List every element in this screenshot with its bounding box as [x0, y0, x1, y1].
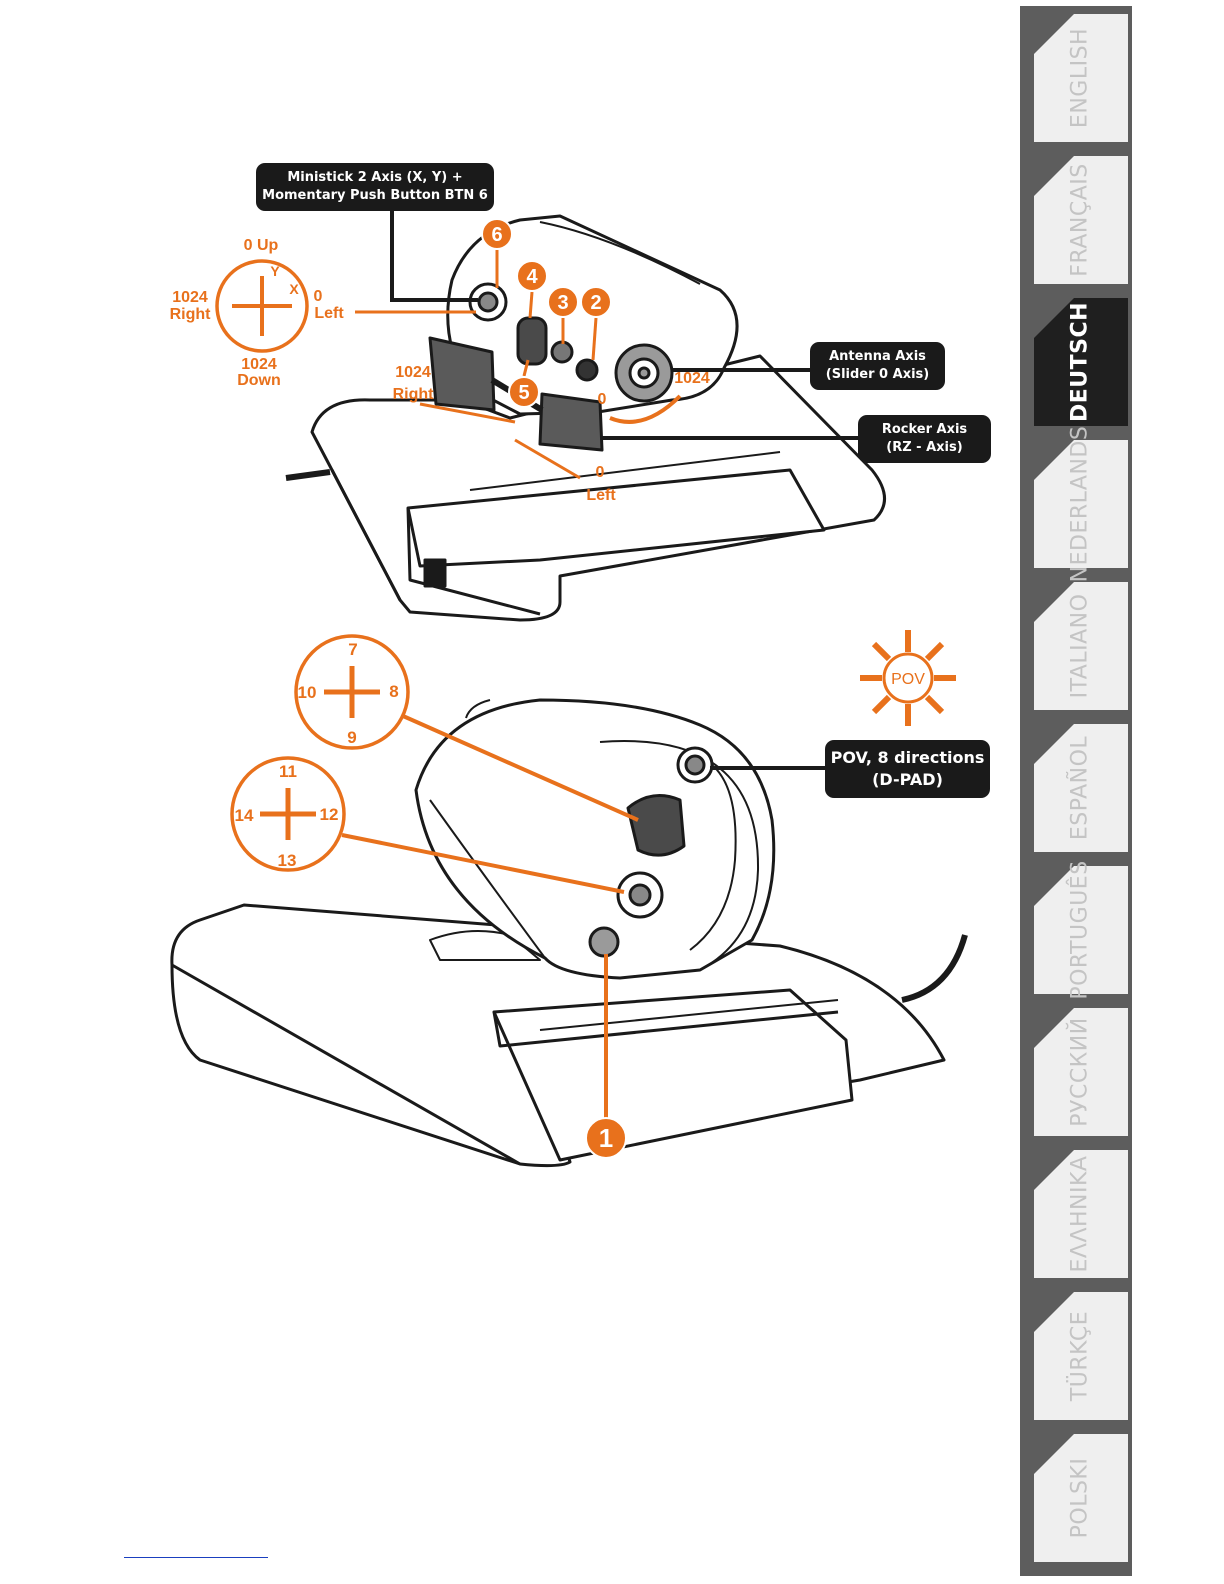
rocker-left-word: Left — [586, 487, 616, 504]
rocker-left — [428, 336, 496, 412]
hat-lower-down: 13 — [278, 851, 297, 870]
rocker-callout-line1: Rocker Axis — [881, 422, 968, 437]
tab-label: NEDERLANDS — [1067, 425, 1093, 583]
rocker-right-value: 1024 — [395, 364, 431, 381]
badge-3: 3 — [557, 292, 568, 314]
base-switch — [423, 558, 447, 588]
pov-icon-label: POV — [891, 671, 925, 688]
antenna-zero-label: 0 — [598, 391, 607, 408]
axis-left-value: 1024 — [172, 289, 208, 306]
pov-callout-line2: (D-PAD) — [872, 770, 943, 789]
hat-lower-right: 12 — [320, 805, 339, 824]
base-slot — [539, 999, 839, 1031]
ministick-callout-line2: Momentary Push Button BTN 6 — [262, 188, 488, 203]
hat-upper-cross — [294, 634, 410, 750]
hat-lower-up: 11 — [279, 762, 297, 781]
pov-callout: POV, 8 directions (D-PAD) — [825, 740, 990, 798]
axis-right-word: Left — [314, 305, 344, 322]
tab-label: ENGLISH — [1067, 27, 1093, 129]
button-1-knob — [588, 926, 620, 958]
tab-russian[interactable]: РУССКИЙ — [1020, 1000, 1132, 1136]
antenna-max-label: 1024 — [674, 370, 710, 387]
tab-label: ESPAÑOL — [1067, 735, 1093, 841]
tab-turkce[interactable]: TÜRKÇE — [1020, 1284, 1132, 1420]
thumb-wheel — [516, 316, 548, 366]
badge-2: 2 — [590, 292, 601, 314]
base-cable — [901, 934, 968, 1003]
tab-label: FRANÇAIS — [1067, 163, 1093, 277]
badge-6: 6 — [491, 224, 502, 246]
button-3-knob — [550, 340, 574, 364]
pov-callout-line1: POV, 8 directions — [830, 748, 985, 767]
badge-4: 4 — [526, 266, 538, 288]
language-tabs: ENGLISH FRANÇAIS DEUTSCH NEDERLANDS ITAL… — [1020, 6, 1132, 1576]
throttle-device — [285, 214, 886, 622]
rocker-left-value: 0 — [596, 464, 605, 481]
tab-label: РУССКИЙ — [1067, 1017, 1093, 1127]
rocker-right — [538, 392, 604, 452]
hat-lower-left: 14 — [235, 806, 254, 825]
bottom-leader-lines — [341, 710, 828, 1124]
axis-down-value: 1024 — [241, 356, 277, 373]
axis-up-label: 0 Up — [244, 237, 279, 254]
hat-upper-left: 10 — [298, 683, 317, 702]
rocker-right-word: Right — [393, 386, 435, 403]
throttle-illustration: 0 Up Y X 1024 Right 0 Left 1024 Down 102… — [170, 208, 968, 1168]
axis-x-label: X — [289, 281, 299, 297]
rocker-callout: Rocker Axis (RZ - Axis) — [858, 415, 991, 463]
antenna-callout-line2: (Slider 0 Axis) — [825, 367, 930, 382]
badge-1: 1 — [599, 1123, 613, 1153]
tab-label: POLSKI — [1067, 1457, 1093, 1539]
base-slot — [469, 451, 781, 491]
ministick-callout: Ministick 2 Axis (X, Y) + Momentary Push… — [256, 163, 494, 211]
footer-link-underline[interactable] — [124, 1557, 268, 1558]
tab-label: ΕΛΛΗΝΙΚΑ — [1067, 1155, 1093, 1273]
tab-polski[interactable]: POLSKI — [1020, 1426, 1132, 1562]
tab-greek[interactable]: ΕΛΛΗΝΙΚΑ — [1020, 1142, 1132, 1278]
antenna-callout-line1: Antenna Axis — [829, 349, 926, 364]
base-tray — [492, 988, 854, 1162]
hat-upper-down: 9 — [347, 728, 356, 747]
tab-deutsch[interactable]: DEUTSCH — [1020, 290, 1132, 426]
antenna-callout: Antenna Axis (Slider 0 Axis) — [810, 342, 945, 390]
tab-francais[interactable]: FRANÇAIS — [1020, 148, 1132, 284]
hat-upper-up: 7 — [348, 640, 357, 659]
tab-label: TÜRKÇE — [1067, 1310, 1093, 1402]
tab-italiano[interactable]: ITALIANO — [1020, 574, 1132, 710]
axis-right-value: 0 — [314, 288, 323, 305]
button-2-knob — [575, 358, 599, 382]
pov-direction-icon — [860, 630, 956, 726]
cable — [285, 469, 331, 481]
button-1-badge — [585, 1117, 627, 1159]
ministick-callout-line1: Ministick 2 Axis (X, Y) + — [287, 170, 463, 185]
tab-english[interactable]: ENGLISH — [1020, 6, 1132, 142]
base-device — [170, 698, 968, 1168]
rocker-callout-line2: (RZ - Axis) — [886, 440, 963, 455]
tab-portugues[interactable]: PORTUGUÊS — [1020, 858, 1132, 1000]
axis-down-word: Down — [237, 372, 281, 389]
tab-nederlands[interactable]: NEDERLANDS — [1020, 426, 1132, 582]
tab-espanol[interactable]: ESPAÑOL — [1020, 716, 1132, 852]
tab-label: ITALIANO — [1067, 593, 1093, 699]
top-leader-lines — [355, 208, 862, 480]
hat-upper — [626, 794, 686, 857]
tab-label: PORTUGUÊS — [1067, 860, 1093, 1000]
hat-lower-cross — [230, 756, 346, 872]
badge-5: 5 — [518, 382, 529, 404]
hat-upper-right: 8 — [389, 682, 398, 701]
axis-left-word: Right — [170, 306, 212, 323]
ministick-axis-cross — [215, 259, 309, 353]
axis-y-label: Y — [270, 263, 280, 279]
tab-label: DEUTSCH — [1067, 301, 1093, 423]
top-button-badges — [481, 218, 612, 408]
base-front-rail — [406, 468, 826, 568]
